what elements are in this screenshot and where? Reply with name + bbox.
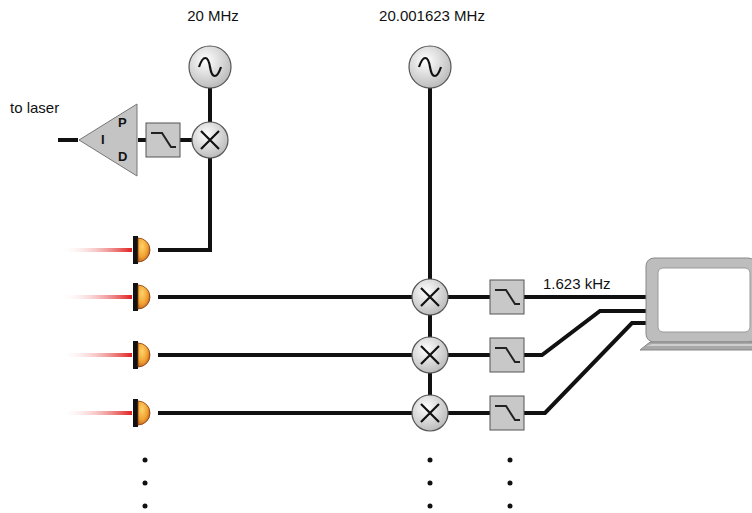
- computer-icon: [640, 258, 752, 350]
- oscillators: [189, 46, 451, 88]
- mixers: [192, 122, 448, 431]
- signal-label: 20 MHz: [187, 8, 239, 25]
- photodiodes: [133, 236, 150, 427]
- pid-term: I: [101, 133, 105, 146]
- laser-beams: [60, 248, 132, 415]
- continuation-dots: [143, 458, 513, 509]
- signal-label: 20.001623 MHz: [379, 8, 485, 25]
- lowpass-filters: [146, 123, 524, 430]
- signal-label: 1.623 kHz: [543, 276, 611, 293]
- signal-label: to laser: [10, 100, 59, 117]
- amplifier-triangle: [78, 103, 138, 177]
- pid-term: P: [118, 116, 127, 129]
- wires: [58, 88, 650, 413]
- pid-controller: PID: [78, 103, 138, 177]
- triangle-outline: [79, 104, 137, 176]
- pid-term: D: [118, 150, 127, 163]
